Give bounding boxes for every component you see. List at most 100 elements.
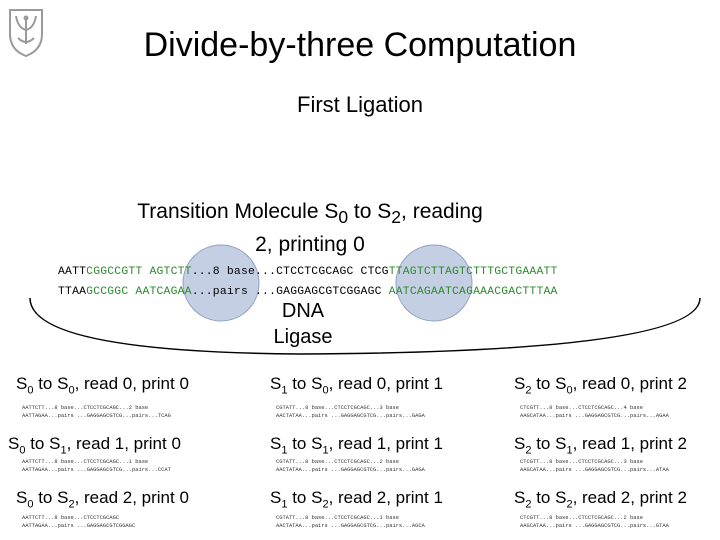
heading-mid: to S xyxy=(348,200,392,223)
state-to: 0 xyxy=(68,384,75,397)
label-text: to S xyxy=(531,488,567,507)
ligase-line1: DNA xyxy=(281,300,325,322)
mini-bottom-strand: AATTAGAA...pairs ...GAGGAGCGTCGGAGC xyxy=(22,523,136,529)
top-segment-2: ...8 base...CTCCTCGCAGC CTCG xyxy=(191,266,389,278)
mini-top-strand: CGTATT...8 base...CTCCTCGCAGC...1 base xyxy=(276,515,399,521)
transition-label-s0-to-s1: S0 to S1, read 1, print 0 xyxy=(8,434,181,456)
label-text: , read 0, print 2 xyxy=(572,374,687,393)
state-from: 1 xyxy=(281,384,288,397)
label-text: to S xyxy=(25,434,61,453)
bottom-segment-3: AATCAGAATCAGAAACGACTTTAA xyxy=(381,286,558,298)
label-text: S xyxy=(270,434,282,453)
label-text: , read 2, print 0 xyxy=(74,488,189,507)
label-text: , read 0, print 1 xyxy=(328,374,443,393)
label-text: to S xyxy=(33,374,69,393)
mini-top-strand: CTCGTT...8 base...CTCCTCGCAGC...4 base xyxy=(520,405,643,411)
mini-top-strand: CTCGTT...8 base...CTCCTCGCAGC...3 base xyxy=(520,459,643,465)
mini-bottom-strand: AATTAGAA...pairs ...GAGGAGCGTCG...pairs.… xyxy=(22,467,171,473)
dna-ligase-label: DNA Ligase xyxy=(266,298,340,350)
transition-label-s1-to-s1: S1 to S1, read 1, print 1 xyxy=(270,434,443,456)
ligation-site-circle-left xyxy=(182,244,260,322)
state-to: 2 xyxy=(68,498,75,511)
label-text: , read 0, print 0 xyxy=(74,374,189,393)
mini-top-strand: AATTCTT...8 base...CTCCTCGCAGC xyxy=(22,515,120,521)
state-to: 0 xyxy=(322,384,329,397)
state-from: 2 xyxy=(525,384,532,397)
label-text: S xyxy=(514,488,526,507)
mini-bottom-strand: AAGCATAA...pairs ...GAGGAGCGTCG...pairs.… xyxy=(520,467,669,473)
state-from: 0 xyxy=(19,444,26,457)
label-text: S xyxy=(8,434,20,453)
state-from: 2 xyxy=(525,444,532,457)
label-text: , read 1, print 2 xyxy=(572,434,687,453)
transition-heading: Transition Molecule S0 to S2, reading 2,… xyxy=(110,198,510,259)
ligase-line2: Ligase xyxy=(273,326,333,348)
mini-top-strand: AATTCTT...8 base...CTCCTCGCAGC...1 base xyxy=(22,459,149,465)
heading-sub-to: 2 xyxy=(391,207,402,228)
state-to: 2 xyxy=(566,498,573,511)
sequence-bottom-strand: TTAAGCCGGC AATCAGAA...pairs ...GAGGAGCGT… xyxy=(58,286,558,298)
state-from: 0 xyxy=(27,384,34,397)
transition-label-s2-to-s0: S2 to S0, read 0, print 2 xyxy=(514,374,687,396)
state-from: 0 xyxy=(27,498,34,511)
bottom-segment-0: TTAA xyxy=(58,286,87,298)
sequence-top-strand: AATTCGGCCGTT AGTCTT...8 base...CTCCTCGCA… xyxy=(58,266,558,278)
transition-label-s0-to-s2: S0 to S2, read 2, print 0 xyxy=(16,488,189,510)
slide-subtitle: First Ligation xyxy=(297,92,423,117)
mini-top-strand: CGTATT...8 base...CTCCTCGCAGC...3 base xyxy=(276,405,399,411)
label-text: S xyxy=(514,374,526,393)
label-text: S xyxy=(16,488,28,507)
label-text: to S xyxy=(287,374,323,393)
heading-line2: 2, printing 0 xyxy=(255,233,365,257)
mini-top-strand: AATTCTT...8 base...CTCCTCGCAGC...2 base xyxy=(22,405,149,411)
top-segment-3: TTAGTCTTAGTCTTTGCTGAAATT xyxy=(388,266,558,278)
bottom-segment-2: ...pairs ...GAGGAGCGTCGGAGC xyxy=(191,286,382,298)
ligation-site-circle-right xyxy=(395,244,473,322)
state-from: 1 xyxy=(281,498,288,511)
mini-bottom-strand: AACTATAA...pairs ...GAGGAGCGTCG...pairs.… xyxy=(276,467,425,473)
label-text: to S xyxy=(287,434,323,453)
heading-suffix: , reading xyxy=(401,200,483,223)
transition-label-s1-to-s0: S1 to S0, read 0, print 1 xyxy=(270,374,443,396)
state-to: 1 xyxy=(566,444,573,457)
state-to: 1 xyxy=(322,444,329,457)
state-from: 2 xyxy=(525,498,532,511)
university-crest-logo xyxy=(9,9,43,58)
top-segment-0: AATT xyxy=(58,266,87,278)
label-text: to S xyxy=(287,488,323,507)
state-to: 0 xyxy=(566,384,573,397)
mini-bottom-strand: AAGCATAA...pairs ...GAGGAGCGTCG...pairs.… xyxy=(520,523,669,529)
slide-title: Divide-by-three Computation xyxy=(143,26,577,64)
label-text: , read 1, print 0 xyxy=(66,434,181,453)
transition-label-s1-to-s2: S1 to S2, read 2, print 1 xyxy=(270,488,443,510)
transition-label-s0-to-s0: S0 to S0, read 0, print 0 xyxy=(16,374,189,396)
ligase-arc xyxy=(29,297,701,355)
top-segment-1: CGGCCGTT AGTCTT xyxy=(86,266,192,278)
label-text: to S xyxy=(531,374,567,393)
transition-label-s2-to-s1: S2 to S1, read 1, print 2 xyxy=(514,434,687,456)
mini-bottom-strand: AACTATAA...pairs ...GAGGAGCGTCG...pairs.… xyxy=(276,413,425,419)
label-text: , read 2, print 2 xyxy=(572,488,687,507)
label-text: to S xyxy=(531,434,567,453)
label-text: , read 2, print 1 xyxy=(328,488,443,507)
heading-prefix: Transition Molecule S xyxy=(137,200,339,223)
transition-mini-sequence: AATTCTT...8 base...CTCCTCGCAGC AATTAGAA..… xyxy=(22,514,135,530)
state-from: 1 xyxy=(281,444,288,457)
state-to: 1 xyxy=(60,444,67,457)
bottom-segment-1: GCCGGC AATCAGAA xyxy=(86,286,192,298)
mini-bottom-strand: AAGCATAA...pairs ...GAGGAGCGTCG...pairs.… xyxy=(520,413,669,419)
label-text: S xyxy=(270,488,282,507)
mini-bottom-strand: AATTAGAA...pairs ...GAGGAGCGTCG...pairs.… xyxy=(22,413,171,419)
heading-sub-from: 0 xyxy=(338,207,349,228)
label-text: , read 1, print 1 xyxy=(328,434,443,453)
mini-top-strand: CGTATT...8 base...CTCCTCGCAGC...2 base xyxy=(276,459,399,465)
